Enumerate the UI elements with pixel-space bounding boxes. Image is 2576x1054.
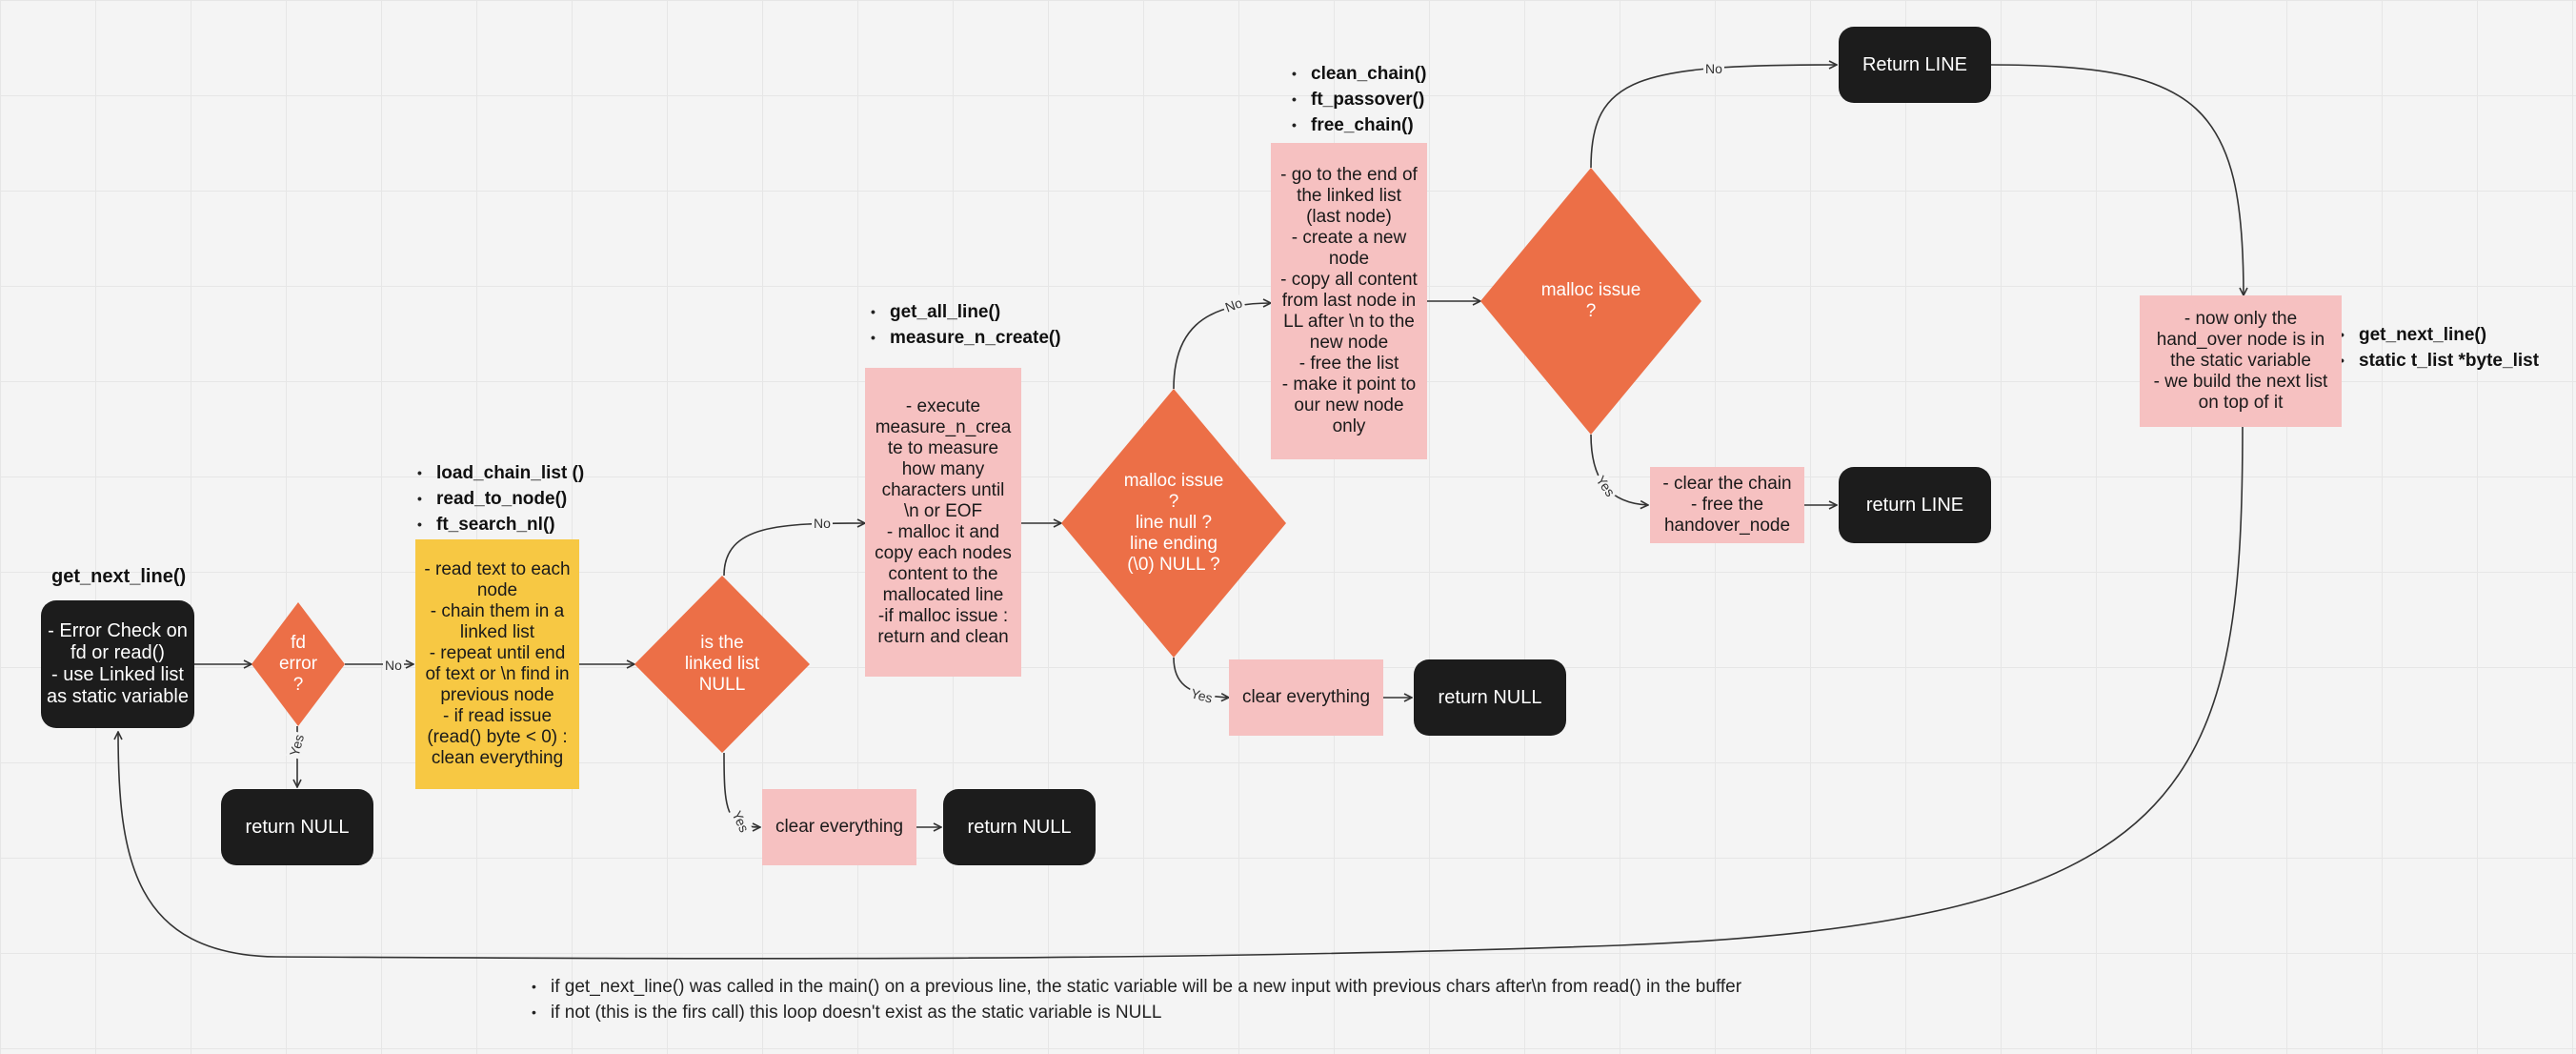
function-list-static: get_next_line() static t_list *byte_list bbox=[2338, 322, 2539, 374]
diagram-title: get_next_line() bbox=[51, 566, 187, 587]
function-item: measure_n_create() bbox=[869, 325, 1061, 351]
edge-loop-back bbox=[118, 426, 2244, 960]
return-null-node: return NULL bbox=[221, 789, 373, 865]
function-list-measure: get_all_line() measure_n_create() bbox=[869, 299, 1061, 351]
edge-malloc2-no bbox=[1590, 65, 1837, 169]
clear-everything-node: clear everything bbox=[762, 789, 916, 865]
decision-malloc-issue-2: malloc issue ? bbox=[1480, 168, 1701, 435]
execute-measure-node: - execute measure_n_crea te to measure h… bbox=[865, 368, 1021, 677]
start-node: - Error Check on fd or read() - use Link… bbox=[41, 600, 194, 728]
decision-text: fd error ? bbox=[278, 633, 318, 695]
function-item: read_to_node() bbox=[415, 486, 584, 512]
goto-end-node: - go to the end of the linked list (last… bbox=[1271, 143, 1427, 459]
clear-chain-node: - clear the chain - free the handover_no… bbox=[1650, 467, 1804, 543]
function-item: ft_search_nl() bbox=[415, 512, 584, 537]
now-only-node: - now only the hand_over node is in the … bbox=[2140, 295, 2342, 427]
function-item: load_chain_list () bbox=[415, 460, 584, 486]
function-list-chain: clean_chain() ft_passover() free_chain() bbox=[1290, 61, 1426, 138]
decision-is-list-null: is the linked list NULL bbox=[634, 576, 810, 753]
function-item: ft_passover() bbox=[1290, 87, 1426, 112]
clear-everything-node: clear everything bbox=[1229, 659, 1383, 736]
note-item: if get_next_line() was called in the mai… bbox=[530, 974, 1741, 1000]
edge-label-no: No bbox=[812, 516, 833, 531]
return-line-node: Return LINE bbox=[1839, 27, 1991, 103]
edge-malloc1-no bbox=[1173, 303, 1271, 390]
edge-label-no: No bbox=[1703, 61, 1724, 76]
decision-malloc-issue-1: malloc issue ? line null ? line ending (… bbox=[1061, 389, 1286, 658]
loop-notes: if get_next_line() was called in the mai… bbox=[530, 974, 1741, 1025]
read-text-node: - read text to each node - chain them in… bbox=[415, 539, 579, 789]
return-null-node: return NULL bbox=[943, 789, 1096, 865]
return-null-node: return NULL bbox=[1414, 659, 1566, 736]
return-line-node: return LINE bbox=[1839, 467, 1991, 543]
edge-malloc1-yes bbox=[1173, 657, 1229, 698]
note-item: if not (this is the firs call) this loop… bbox=[530, 1000, 1741, 1025]
edge-label-no: No bbox=[383, 658, 404, 673]
decision-text: malloc issue ? line null ? line ending (… bbox=[1123, 471, 1224, 575]
decision-text: malloc issue ? bbox=[1540, 280, 1641, 321]
decision-text: is the linked list NULL bbox=[684, 633, 760, 695]
edge-return-line-to-static bbox=[1990, 64, 2244, 295]
function-item: get_all_line() bbox=[869, 299, 1061, 325]
edge-malloc2-yes bbox=[1590, 434, 1648, 505]
function-list-read: load_chain_list () read_to_node() ft_sea… bbox=[415, 460, 584, 537]
function-item: static t_list *byte_list bbox=[2338, 348, 2539, 374]
function-item: get_next_line() bbox=[2338, 322, 2539, 348]
function-item: free_chain() bbox=[1290, 112, 1426, 138]
decision-fd-error: fd error ? bbox=[252, 602, 345, 726]
function-item: clean_chain() bbox=[1290, 61, 1426, 87]
edge-is-null-no bbox=[723, 523, 865, 577]
